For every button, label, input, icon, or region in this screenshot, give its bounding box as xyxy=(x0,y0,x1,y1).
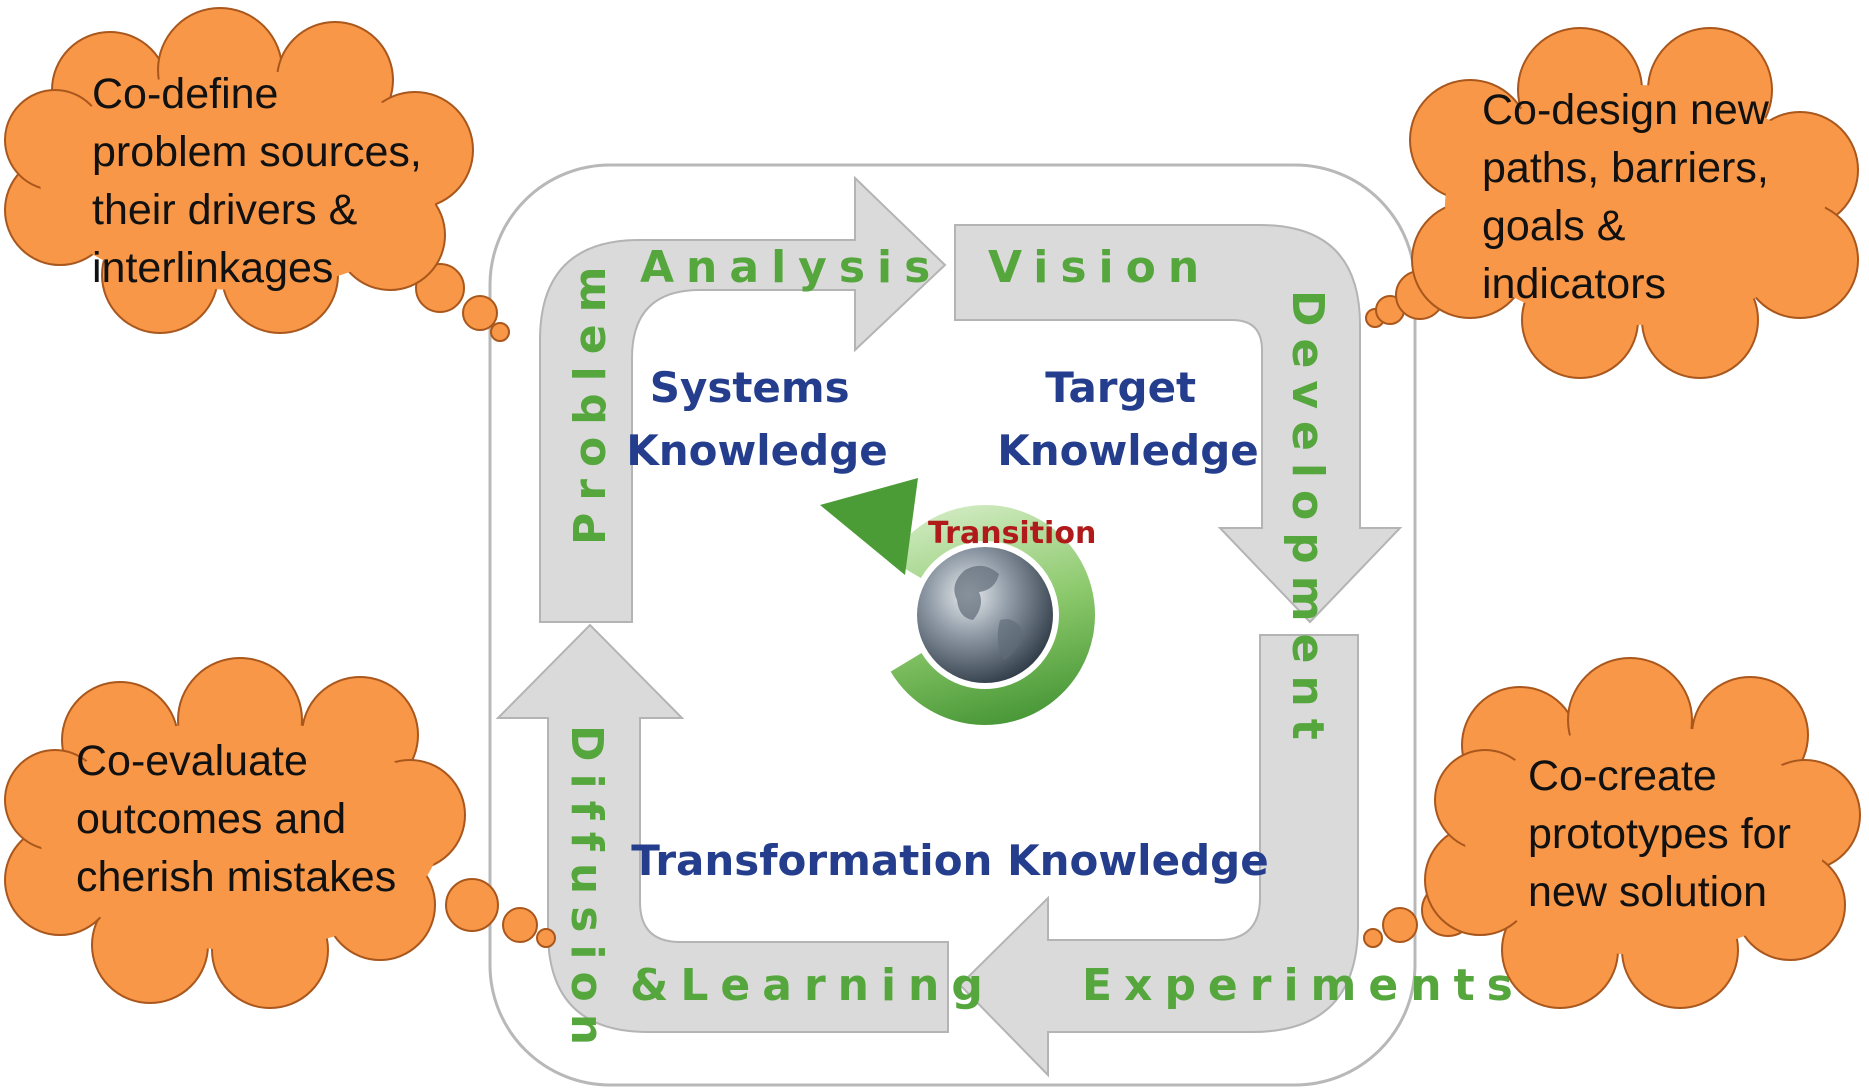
problem-analysis-arrow xyxy=(539,175,947,623)
globe-icon xyxy=(917,547,1053,683)
stage-label-learning: &Learning xyxy=(630,960,995,1011)
experiments-arrow xyxy=(958,634,1359,1078)
stage-label-diffusion: Diffusion xyxy=(561,725,612,1057)
cloud-bottom-left-text: Co-evaluate outcomes and cherish mistake… xyxy=(76,737,396,901)
stage-label-experiments: Experiments xyxy=(1082,960,1525,1011)
stage-label-development: Development xyxy=(1282,290,1333,752)
transition-globe xyxy=(820,478,1095,725)
circular-arrow-head xyxy=(820,478,918,575)
stage-label-analysis: Analysis xyxy=(640,242,942,293)
stage-label-vision: Vision xyxy=(988,242,1211,293)
transformation-knowledge-label: Transformation Knowledge xyxy=(631,836,1268,885)
vision-development-arrow xyxy=(954,224,1403,624)
cloud-bottom-left: Co-evaluate outcomes and cherish mistake… xyxy=(4,657,556,1009)
stage-label-problem: Problem xyxy=(565,255,616,545)
transition-label: Transition xyxy=(928,516,1096,551)
target-knowledge-label: Target Knowledge xyxy=(997,363,1259,475)
cloud-top-left-text: Co-define problem sources, their drivers… xyxy=(92,70,434,292)
cloud-bottom-right-text: Co-create prototypes for new solution xyxy=(1528,752,1803,916)
cloud-bottom-right: Co-create prototypes for new solution xyxy=(1363,657,1861,1009)
cloud-top-left: Co-define problem sources, their drivers… xyxy=(4,7,510,342)
cloud-top-right-text: Co-design new paths, barriers, goals & i… xyxy=(1482,86,1781,308)
systems-knowledge-label: Systems Knowledge xyxy=(626,363,888,475)
cloud-top-right: Co-design new paths, barriers, goals & i… xyxy=(1365,27,1859,379)
